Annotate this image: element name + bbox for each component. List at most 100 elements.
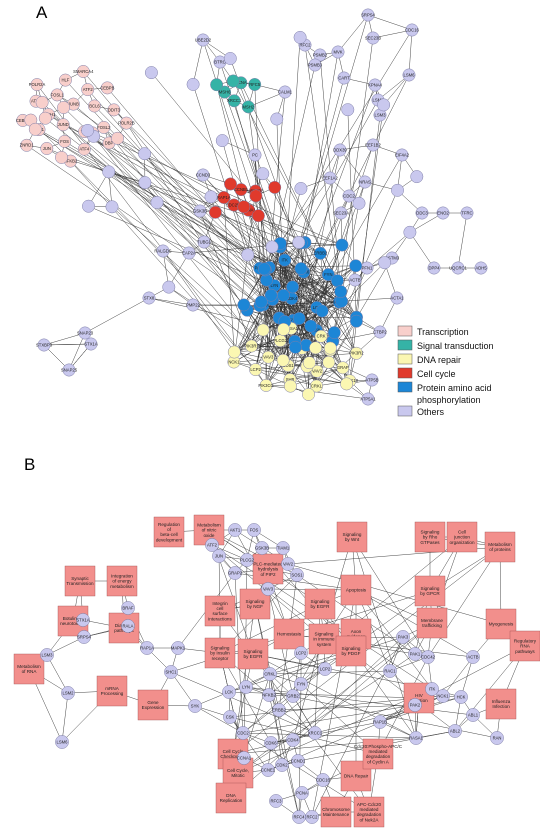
- gene-node-ran: [490, 731, 504, 745]
- node-fosl2: [97, 120, 111, 134]
- gene-node-hck: [454, 690, 468, 704]
- gene-node-rac1: [383, 664, 397, 678]
- node-fosl1: [50, 88, 64, 102]
- node-label-vav2: VAV2: [312, 369, 323, 374]
- gene-node-rfc3: [269, 794, 283, 808]
- pathway-box: [320, 796, 352, 828]
- node-label-tfrc: TFRC: [461, 210, 472, 215]
- pathway-box: [106, 565, 138, 597]
- node-erbb2: [313, 246, 327, 260]
- node-unlabeled: [249, 189, 263, 203]
- network-edge: [232, 546, 501, 755]
- node-unlabeled: [28, 122, 42, 136]
- node-label-crkl: CRKL: [311, 383, 323, 388]
- node-unlabeled: [292, 312, 306, 325]
- node-pik3cg: [259, 378, 273, 392]
- node-unlabeled: [327, 326, 341, 340]
- node-sec23b: [366, 31, 380, 45]
- network-edge: [280, 244, 343, 248]
- node-unlabeled: [391, 183, 404, 197]
- network-edge: [252, 653, 433, 690]
- node-lsm6: [402, 68, 416, 82]
- network-edge: [427, 546, 501, 658]
- node-cebpb: [100, 81, 114, 95]
- network-edge: [264, 268, 341, 292]
- network-edge: [291, 298, 335, 333]
- network-edge: [168, 252, 190, 288]
- gene-label-rfc2: RFC2: [307, 815, 319, 820]
- pathway-box: [137, 689, 169, 721]
- node-label-ddx39: DDX39: [333, 147, 347, 152]
- node-label-atp5b: ATP5B: [366, 377, 379, 382]
- network-edge: [314, 696, 462, 734]
- network-edge: [278, 704, 416, 711]
- gene-node-fos: [247, 523, 261, 537]
- network-edge: [242, 668, 326, 734]
- network-edge: [70, 160, 256, 370]
- gene-label-atf2: ATF2: [207, 543, 218, 548]
- node-unlabeled: [35, 95, 49, 109]
- node-label-ralgds: RALGDS: [154, 248, 171, 253]
- pathway-label: Cell Cycle,Mitotic: [227, 768, 249, 778]
- node-pc: [248, 148, 262, 162]
- node-label-xrcc1: XRCC1: [227, 98, 242, 103]
- network-edge: [38, 129, 340, 303]
- node-label-fosl1: FOSL1: [51, 92, 65, 97]
- pathway-box: [335, 635, 367, 667]
- gene-node-actb: [466, 650, 480, 664]
- node-label-tubg1: TUBG1: [197, 239, 212, 244]
- node-unlabeled: [315, 304, 329, 318]
- legend-swatch-dna-repair: [397, 353, 413, 365]
- node-stx8: [142, 291, 156, 305]
- node-unlabeled: [162, 280, 176, 294]
- legend-label-dna-repair: DNA repair: [417, 355, 461, 365]
- gene-node-atf2: [205, 538, 219, 552]
- gene-node-jun: [212, 549, 226, 563]
- gene-label-srps4: SRPS4: [77, 635, 91, 640]
- node-eef1b2: [366, 138, 380, 152]
- node-label-gsk3b: GSK3B: [193, 208, 207, 213]
- network-edge: [289, 301, 342, 380]
- legend-swatch-cell-cycle: [397, 367, 413, 379]
- node-unlabeled: [349, 314, 363, 328]
- network-edge: [265, 269, 342, 302]
- gene-node-crkl: [263, 667, 277, 681]
- network-edge: [84, 297, 150, 334]
- node-label-ctbp2: CTBP2: [373, 329, 387, 334]
- network-edge: [269, 265, 356, 268]
- node-label-erbb2: ERBB2: [314, 251, 328, 256]
- gene-node-rasa1: [409, 731, 423, 745]
- node-unlabeled: [340, 377, 354, 391]
- node-label-dbp: DBP: [105, 140, 114, 145]
- node-cart: [337, 71, 351, 85]
- node-unlabeled: [150, 196, 164, 209]
- gene-label-rac1: RAC1: [384, 669, 396, 674]
- node-unlabeled: [268, 180, 282, 194]
- gene-label-rala: RALA: [123, 624, 134, 629]
- network-edge: [229, 716, 379, 755]
- node-cdc2: [342, 189, 356, 203]
- gene-node-lsm2: [61, 686, 75, 700]
- gene-node-cdk6: [264, 736, 278, 750]
- node-ctbp2: [373, 325, 387, 339]
- node-unlabeled: [292, 235, 306, 249]
- node-label-csk: CSK: [312, 328, 321, 333]
- network-edge: [229, 697, 420, 718]
- node-label-pcna: PCNA: [235, 80, 247, 85]
- network-edge: [224, 92, 285, 261]
- gene-label-actb: ACTB: [467, 655, 478, 660]
- network-edge: [280, 29, 413, 244]
- legend-swatch-signal: [397, 339, 413, 351]
- network-edge: [300, 242, 357, 354]
- network-edge: [228, 691, 420, 699]
- network-edge: [251, 345, 296, 348]
- network-edge: [219, 61, 316, 348]
- node-unlabeled: [277, 288, 290, 302]
- node-mvk: [331, 45, 345, 59]
- node-unlabeled: [256, 323, 270, 337]
